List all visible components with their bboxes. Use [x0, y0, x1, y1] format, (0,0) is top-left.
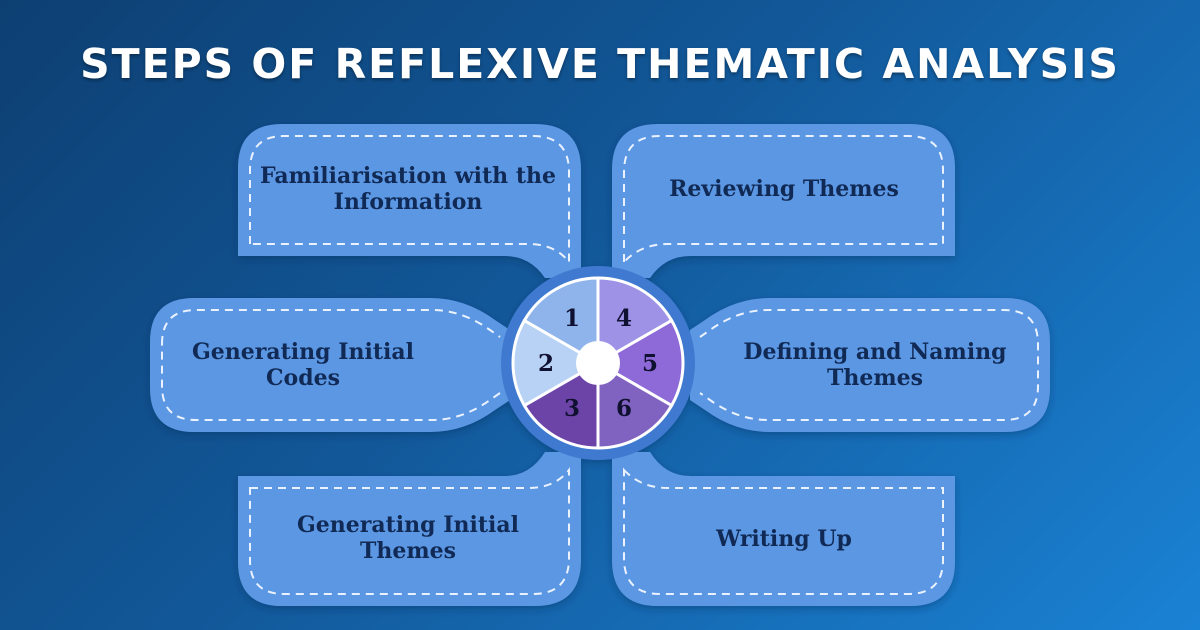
step-number-1: 1: [564, 305, 580, 332]
wheel-segment-6: [596, 360, 674, 450]
page-title: STEPS OF REFLEXIVE THEMATIC ANALYSIS: [80, 40, 1120, 88]
wheel-segment-5: [595, 318, 685, 408]
label-step-6: Writing Up: [716, 526, 852, 552]
step-number-6: 6: [616, 395, 632, 422]
wheel-hub: [576, 341, 620, 385]
label-step-4: Reviewing Themes: [669, 176, 899, 202]
step-number-2: 2: [538, 350, 554, 377]
wheel-segment-3: [522, 360, 600, 450]
label-step-2: Generating Initial Codes: [192, 339, 414, 391]
wheel-segment-1: [522, 276, 600, 366]
card-step-6: [612, 452, 955, 606]
label-step-5: Defining and Naming Themes: [743, 339, 1007, 391]
card-step-2: [150, 298, 510, 432]
step-number-5: 5: [642, 350, 658, 377]
wheel-segment-2: [511, 318, 601, 408]
card-step-3: [238, 452, 581, 606]
card-step-1: [238, 124, 581, 278]
steps-wheel: 456 321: [511, 276, 685, 450]
card-step-5: [690, 298, 1050, 432]
step-number-3: 3: [564, 395, 580, 422]
label-step-1: Familiarisation with the Information: [260, 163, 556, 215]
step-number-4: 4: [616, 305, 632, 332]
label-step-3: Generating Initial Themes: [297, 512, 519, 564]
card-step-4: [612, 124, 955, 278]
wheel-segment-4: [596, 276, 674, 366]
